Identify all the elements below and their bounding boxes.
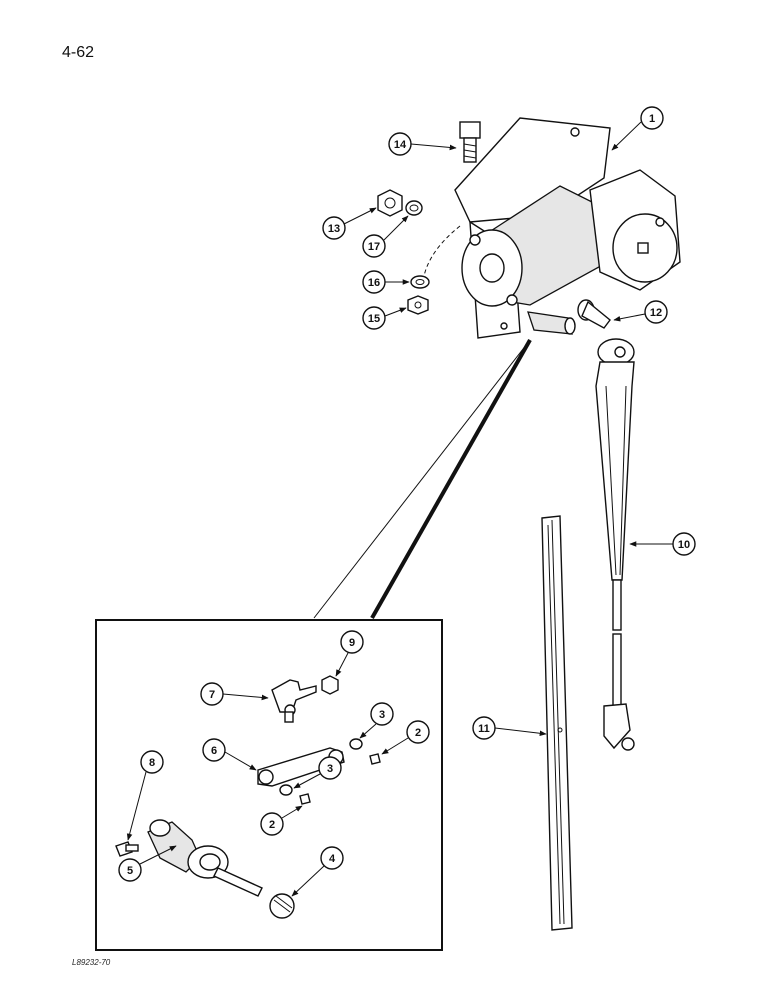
figure-code: L89232-70 bbox=[72, 958, 111, 967]
motor-end-boss bbox=[479, 253, 505, 283]
callout-label: 17 bbox=[368, 241, 380, 253]
flat-washer bbox=[410, 275, 430, 289]
callout-9: 9 bbox=[335, 630, 364, 677]
callout-3-upper: 3 bbox=[359, 702, 394, 739]
callout-2-upper: 2 bbox=[381, 720, 430, 755]
callout-11: 11 bbox=[472, 716, 547, 740]
callout-label: 3 bbox=[379, 709, 385, 721]
callout-16: 16 bbox=[362, 270, 410, 294]
bracket-hole bbox=[570, 127, 580, 137]
end-cap-screw bbox=[506, 294, 518, 306]
page-number: 4-62 bbox=[62, 44, 95, 61]
callout-label: 9 bbox=[349, 637, 355, 649]
callout-5: 5 bbox=[118, 845, 177, 882]
callout-14: 14 bbox=[388, 132, 457, 156]
wiper-motor-assembly bbox=[454, 117, 681, 339]
hex-nut bbox=[407, 295, 429, 315]
wiper-blade bbox=[541, 515, 573, 931]
callout-label: 12 bbox=[650, 307, 662, 319]
blade-body bbox=[541, 515, 573, 931]
retaining-clip bbox=[369, 753, 381, 765]
gearbox-shaft bbox=[637, 242, 649, 254]
shaft-tip bbox=[564, 317, 576, 335]
callout-12: 12 bbox=[613, 300, 668, 324]
callout-13: 13 bbox=[322, 207, 377, 240]
callout-label: 6 bbox=[211, 745, 217, 757]
lock-washer bbox=[405, 200, 423, 216]
callout-4: 4 bbox=[291, 846, 344, 897]
arm-body bbox=[595, 361, 635, 581]
callout-label: 16 bbox=[368, 277, 380, 289]
pin bbox=[577, 299, 611, 329]
callout-15: 15 bbox=[362, 306, 407, 330]
callout-label: 1 bbox=[649, 113, 655, 125]
callout-8: 8 bbox=[126, 750, 164, 841]
callout-label: 2 bbox=[269, 819, 275, 831]
inset-pointer-line bbox=[313, 339, 531, 619]
end-cap-screw bbox=[469, 234, 481, 246]
bolt-head bbox=[459, 121, 481, 139]
callout-label: 7 bbox=[209, 689, 215, 701]
cover-screw bbox=[655, 217, 665, 227]
callout-label: 10 bbox=[678, 539, 690, 551]
inset-frame bbox=[95, 619, 443, 951]
pin-shank bbox=[581, 300, 611, 329]
callout-label: 5 bbox=[127, 865, 133, 877]
washer bbox=[349, 738, 363, 750]
inset-pointer-line-heavy bbox=[370, 339, 532, 619]
callout-label: 2 bbox=[415, 727, 421, 739]
blade-clip bbox=[603, 703, 631, 750]
switch-shaft bbox=[213, 867, 263, 897]
callout-label: 11 bbox=[478, 723, 490, 735]
arm-rod-upper bbox=[612, 579, 622, 631]
washer bbox=[279, 784, 293, 796]
callout-label: 3 bbox=[327, 763, 333, 775]
callout-label: 4 bbox=[329, 853, 336, 865]
link-arm bbox=[257, 747, 345, 787]
callout-10: 10 bbox=[629, 532, 696, 556]
callout-1: 1 bbox=[611, 106, 664, 151]
callout-label: 13 bbox=[328, 223, 340, 235]
bracket-hole bbox=[500, 322, 508, 330]
callout-6: 6 bbox=[202, 738, 257, 771]
callout-label: 8 bbox=[149, 757, 155, 769]
bolt bbox=[459, 121, 481, 163]
callout-label: 15 bbox=[368, 313, 380, 325]
inset-linkage-parts bbox=[115, 675, 381, 919]
callout-3-lower: 3 bbox=[293, 756, 342, 789]
nut bbox=[377, 189, 403, 217]
linkage-nut bbox=[321, 675, 339, 695]
wiper-arm bbox=[595, 338, 635, 751]
callout-2-lower: 2 bbox=[260, 805, 303, 836]
callout-7: 7 bbox=[200, 682, 269, 706]
callout-label: 14 bbox=[394, 139, 407, 151]
retaining-clip bbox=[299, 793, 311, 805]
hardware-stack bbox=[377, 189, 461, 315]
arm-rod-lower bbox=[612, 633, 622, 715]
callout-17: 17 bbox=[362, 215, 409, 258]
